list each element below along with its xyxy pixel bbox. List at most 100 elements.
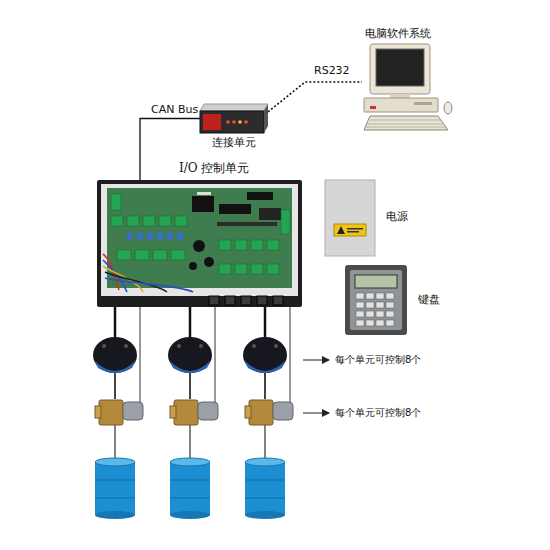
- dispense-column: [102, 344, 106, 348]
- relay: [167, 232, 173, 240]
- connector-label: RS232: [313, 64, 351, 77]
- keypad-picture: [350, 270, 402, 330]
- power-picture: [325, 180, 375, 256]
- key: [366, 302, 374, 308]
- dispense-column: [95, 406, 101, 418]
- key: [386, 293, 394, 299]
- key: [356, 293, 364, 299]
- power-picture: [347, 231, 359, 233]
- computer-picture: [364, 44, 452, 130]
- computer-picture: [364, 98, 438, 112]
- dispense-column: [95, 497, 135, 499]
- dispense-column: [123, 402, 143, 420]
- dispense-column: [94, 360, 136, 373]
- terminal-block: [175, 216, 187, 226]
- terminal-block: [235, 264, 247, 274]
- terminal-block: [159, 216, 171, 226]
- terminal-block: [251, 264, 263, 274]
- io-board-picture: [107, 188, 292, 288]
- computer-picture: [370, 44, 430, 94]
- key: [376, 302, 384, 308]
- terminal-block: [127, 216, 139, 226]
- terminal-block: [111, 194, 290, 274]
- terminal-block: [219, 264, 231, 274]
- node-label: I/O 控制单元: [178, 161, 250, 175]
- terminal-block: [111, 216, 123, 226]
- dispense-column: [95, 511, 135, 519]
- relay: [147, 232, 153, 240]
- terminal-block: [219, 240, 231, 250]
- keypad-picture: [345, 265, 407, 335]
- terminal-block: [267, 240, 279, 250]
- cable-gland: [209, 296, 283, 305]
- keypad-picture: [345, 265, 407, 335]
- connector-line: [268, 82, 362, 112]
- connector-label: CAN Bus: [150, 103, 199, 116]
- io-board-picture: [197, 192, 211, 195]
- io-board-picture: [217, 222, 277, 226]
- node-label: 连接单元: [211, 136, 257, 149]
- io-board-picture: [192, 196, 214, 212]
- key: [376, 311, 384, 317]
- computer-picture: [366, 120, 446, 127]
- key: [386, 311, 394, 317]
- key: [386, 320, 394, 326]
- connection-unit-picture: [244, 120, 248, 124]
- io-control-unit-node: I/O 控制单元: [97, 180, 302, 307]
- io-board-picture: [189, 262, 197, 270]
- terminal-block: [153, 250, 167, 260]
- computer-node: 电脑软件系统: [362, 44, 454, 134]
- cable-gland: [241, 296, 251, 305]
- io-board-picture: [97, 180, 302, 307]
- io-board-picture: [204, 257, 214, 267]
- key: [376, 293, 384, 299]
- terminal-block: [171, 250, 185, 260]
- dispense-column: [95, 458, 135, 466]
- relay: [157, 232, 163, 240]
- dispense-column: [114, 425, 115, 458]
- keypad-node: 键盘: [345, 265, 407, 335]
- terminal-block: [135, 250, 149, 260]
- key: [366, 311, 374, 317]
- computer-picture: [364, 116, 448, 130]
- terminal-block: [267, 264, 279, 274]
- dispense-column: [114, 307, 117, 338]
- key: [356, 311, 364, 317]
- terminal-block: [117, 250, 131, 260]
- relay: [127, 232, 133, 240]
- dispense-column: [114, 373, 116, 399]
- computer-picture: [390, 94, 410, 98]
- callout-arrow: [303, 413, 329, 414]
- cable-gland: [225, 296, 235, 305]
- connection-unit-picture: [200, 111, 264, 133]
- connection-unit-picture: [226, 120, 230, 124]
- cable-gland: [257, 296, 267, 305]
- dispense-column: [93, 337, 137, 373]
- node-label: 键盘: [417, 293, 441, 306]
- connection-unit-picture: [238, 120, 242, 124]
- relay: [177, 232, 183, 240]
- node-label: 电源: [385, 210, 409, 223]
- dispense-column: [243, 307, 293, 519]
- dispense-column: [95, 479, 135, 481]
- wire: [103, 254, 193, 292]
- key: [376, 320, 384, 326]
- cable-gland: [209, 296, 219, 305]
- computer-picture: [370, 106, 376, 109]
- connection-unit-picture: [200, 104, 268, 133]
- io-board-picture: [259, 208, 281, 220]
- terminal-block: [111, 194, 121, 210]
- key: [366, 293, 374, 299]
- node-label: 电脑软件系统: [364, 27, 432, 40]
- power-picture: [337, 226, 345, 234]
- relay: [137, 232, 143, 240]
- connection-unit-node: 连接单元: [200, 104, 268, 133]
- wire: [105, 278, 193, 292]
- key: [356, 293, 394, 326]
- io-board-picture: [97, 180, 302, 307]
- callout-text: 每个单元可控制8个: [334, 406, 422, 419]
- terminal-block: [251, 240, 263, 250]
- computer-picture: [376, 49, 424, 86]
